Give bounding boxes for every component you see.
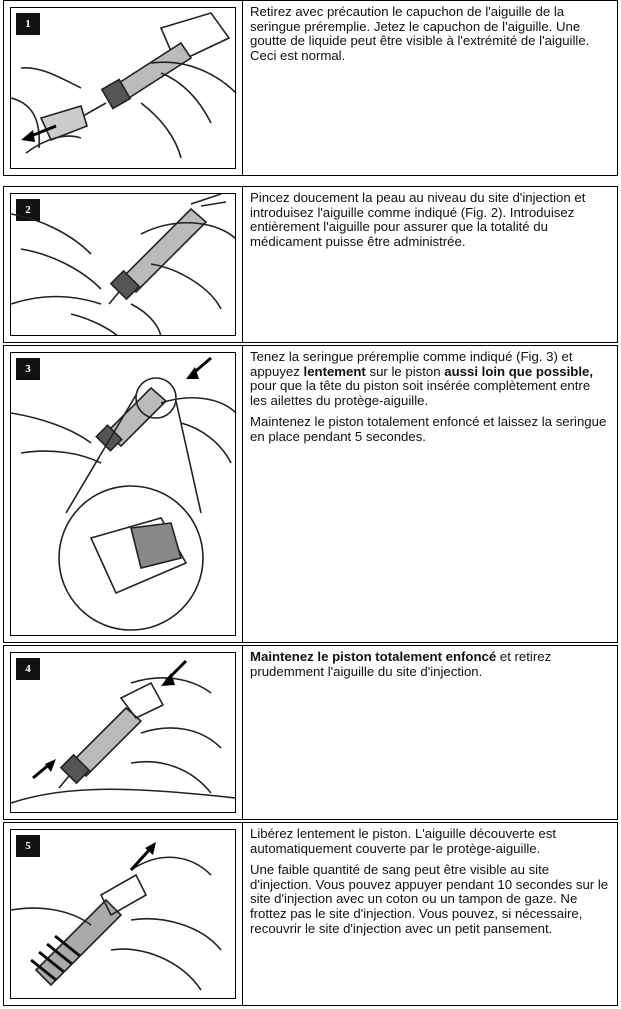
step-1-illustration: 1 [10,7,236,169]
step-2-paragraph: Pincez doucement la peau au niveau du si… [250,191,609,249]
step-4-emphasis: Maintenez le piston totalement enfoncé [250,649,496,664]
step-1-text: Retirez avec précaution le capuchon de l… [250,5,609,70]
step-2-illustration: 2 [10,193,236,336]
step-row-4: 4 [3,645,618,820]
step-2-text: Pincez doucement la peau au niveau du si… [250,191,609,256]
insert-needle-icon [11,194,236,336]
step-3-paragraph-1: Tenez la seringue préremplie comme indiq… [250,350,609,408]
step-row-3: 3 [3,345,618,643]
step-3-illustration: 3 [10,352,236,636]
step-4-illustration-cell: 4 [4,646,243,819]
step-2-illustration-cell: 2 [4,187,243,342]
step-1-illustration-cell: 1 [4,1,243,175]
remove-needle-cap-icon [11,8,236,169]
step-4-illustration: 4 [10,652,236,813]
step-row-5: 5 Libérez lentement le p [3,822,618,1006]
step-3-text-part: pour que la tête du piston soit insérée … [250,378,590,408]
step-5-paragraph-1: Libérez lentement le piston. L'aiguille … [250,827,609,856]
step-3-paragraph-2: Maintenez le piston totalement enfoncé e… [250,415,609,444]
step-4-text: Maintenez le piston totalement enfoncé e… [250,650,609,686]
step-3-text-part: sur le piston [366,364,444,379]
step-3-emphasis: lentement [304,364,366,379]
step-5-illustration: 5 [10,829,236,999]
step-row-1: 1 [3,0,618,176]
step-3-emphasis: aussi loin que possible, [444,364,593,379]
step-4-paragraph: Maintenez le piston totalement enfoncé e… [250,650,609,679]
step-3-illustration-cell: 3 [4,346,243,642]
step-1-paragraph: Retirez avec précaution le capuchon de l… [250,5,609,63]
step-row-2: 2 [3,186,618,343]
push-plunger-icon [11,353,236,636]
step-5-text: Libérez lentement le piston. L'aiguille … [250,827,609,943]
step-5-illustration-cell: 5 [4,823,243,1005]
release-plunger-icon [11,830,236,999]
step-3-text: Tenez la seringue préremplie comme indiq… [250,350,609,452]
step-5-paragraph-2: Une faible quantité de sang peut être vi… [250,863,609,936]
withdraw-needle-icon [11,653,236,813]
